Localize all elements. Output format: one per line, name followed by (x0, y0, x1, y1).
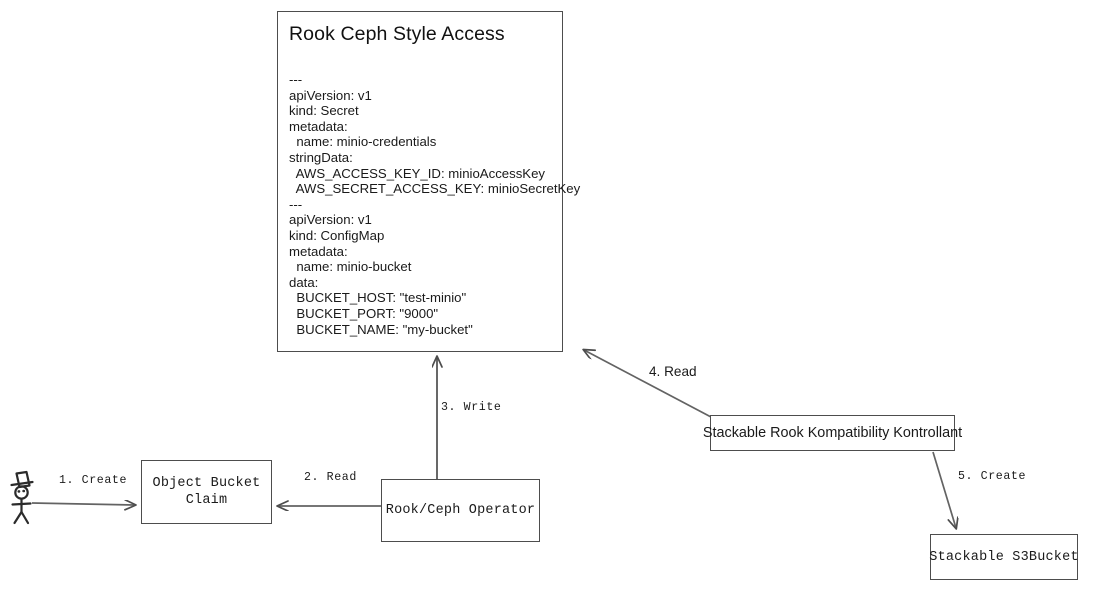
edge-label-5-create: 5. Create (958, 470, 1027, 483)
node-srkk-label: Stackable Rook Kompatibility Kontrollant (702, 425, 963, 441)
edge-label-1-create: 1. Create (59, 474, 128, 487)
edge-4-read (584, 350, 712, 418)
node-stackable-s3bucket-label: Stackable S3Bucket (929, 549, 1079, 565)
card-title: Rook Ceph Style Access (289, 23, 505, 45)
user-actor-icon (10, 470, 34, 525)
node-stackable-rook-kompatibility-kontrollant[interactable]: Stackable Rook Kompatibility Kontrollant (703, 415, 962, 451)
edge-label-2-read: 2. Read (304, 471, 357, 484)
edge-5-create (932, 451, 956, 528)
rook-ceph-style-access-card: Rook Ceph Style Access --- apiVersion: v… (277, 11, 580, 352)
card-yaml-body: --- apiVersion: v1 kind: Secret metadata… (289, 72, 581, 337)
edge-1-create (31, 503, 135, 505)
edge-label-4-read: 4. Read (649, 364, 697, 379)
node-object-bucket-claim[interactable]: Object Bucket Claim (141, 460, 272, 524)
edge-label-3-write: 3. Write (441, 401, 502, 414)
node-rook-ceph-operator-label: Rook/Ceph Operator (385, 503, 536, 518)
node-stackable-s3bucket[interactable]: Stackable S3Bucket (929, 534, 1079, 580)
node-object-bucket-claim-label: Object Bucket Claim (152, 476, 261, 508)
node-rook-ceph-operator[interactable]: Rook/Ceph Operator (381, 479, 540, 542)
